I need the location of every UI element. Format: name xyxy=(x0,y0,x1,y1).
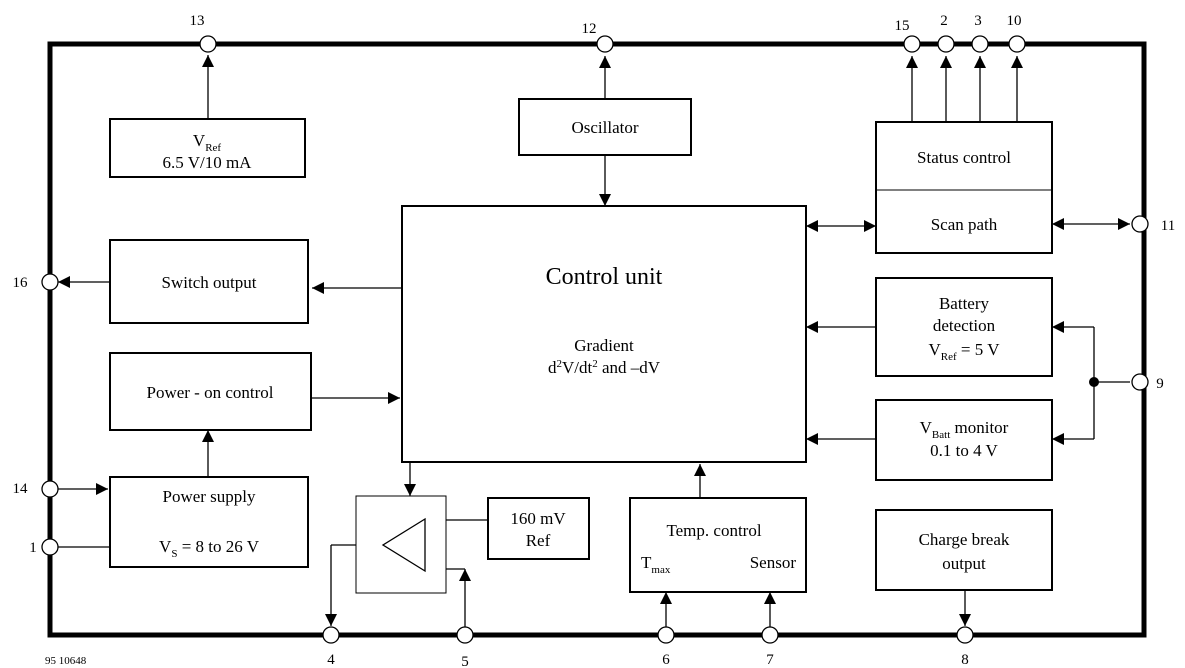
battery-detection-block: Battery detection VRef = 5 V xyxy=(875,277,1053,377)
pin-16-label: 16 xyxy=(13,275,29,291)
ref-160mv-block: 160 mV Ref xyxy=(487,497,590,560)
figure-id: 95 10648 xyxy=(45,655,87,667)
svg-text:Gradient: Gradient xyxy=(574,336,634,355)
power-supply-block: Power supply VS = 8 to 26 V xyxy=(109,476,309,568)
oscillator-block: Oscillator xyxy=(518,98,692,156)
pin-2-label: 2 xyxy=(940,13,948,29)
status-control-block: Status control Scan path xyxy=(875,121,1053,254)
svg-text:Sensor: Sensor xyxy=(750,553,797,572)
pins xyxy=(41,35,1149,644)
svg-text:Tmax: Tmax xyxy=(641,553,671,576)
pin-11-label: 11 xyxy=(1161,218,1175,234)
svg-text:VRef: VRef xyxy=(193,131,222,154)
temp-control-block: Temp. control Tmax Sensor xyxy=(629,497,807,593)
pin-labels: 13 12 15 2 3 10 11 9 16 14 1 4 5 6 7 8 xyxy=(13,13,1176,668)
svg-text:Power - on control: Power - on control xyxy=(146,383,273,402)
svg-text:VBatt monitor: VBatt monitor xyxy=(920,418,1009,441)
pin-12-label: 12 xyxy=(582,21,597,37)
pin-6-label: 6 xyxy=(662,652,670,668)
power-on-control-block: Power - on control xyxy=(109,352,312,431)
svg-text:Power supply: Power supply xyxy=(162,487,256,506)
svg-text:Battery: Battery xyxy=(939,294,990,313)
status-control-label: Status control xyxy=(917,148,1011,167)
svg-text:0.1 to 4 V: 0.1 to 4 V xyxy=(930,441,998,460)
control-unit-block: Control unit Gradient d2V/dt2 and –dV xyxy=(401,205,807,463)
svg-text:detection: detection xyxy=(933,316,996,335)
pin-4-label: 4 xyxy=(327,652,335,668)
svg-text:Ref: Ref xyxy=(526,531,551,550)
svg-text:d2V/dt2 and –dV: d2V/dt2 and –dV xyxy=(548,358,661,377)
vref-block: VRef 6.5 V/10 mA xyxy=(109,118,306,178)
svg-text:output: output xyxy=(942,554,986,573)
pin-15-label: 15 xyxy=(895,18,910,34)
svg-text:Oscillator: Oscillator xyxy=(571,118,638,137)
pin-3-label: 3 xyxy=(974,13,982,29)
vbatt-monitor-block: VBatt monitor 0.1 to 4 V xyxy=(875,399,1053,481)
svg-text:VS = 8 to 26 V: VS = 8 to 26 V xyxy=(159,537,260,560)
pin-1-label: 1 xyxy=(29,540,37,556)
svg-text:Control unit: Control unit xyxy=(546,264,663,290)
svg-text:Switch output: Switch output xyxy=(162,273,257,292)
pin-8-label: 8 xyxy=(961,652,969,668)
charge-break-output-block: Charge break output xyxy=(875,509,1053,591)
svg-text:160 mV: 160 mV xyxy=(510,509,566,528)
svg-text:6.5 V/10 mA: 6.5 V/10 mA xyxy=(163,153,253,172)
comparator-triangle-icon xyxy=(381,517,426,573)
switch-output-block: Switch output xyxy=(109,239,309,324)
comparator-block xyxy=(355,495,447,594)
scan-path-label: Scan path xyxy=(931,215,998,234)
pin-10-label: 10 xyxy=(1007,13,1022,29)
pin-13-label: 13 xyxy=(190,13,205,29)
pin-14-label: 14 xyxy=(13,481,29,497)
svg-text:Temp. control: Temp. control xyxy=(666,521,761,540)
svg-text:Charge break: Charge break xyxy=(919,530,1010,549)
pin-7-label: 7 xyxy=(766,652,774,668)
connections xyxy=(58,55,1130,628)
pin-9-label: 9 xyxy=(1156,376,1164,392)
svg-text:VRef = 5 V: VRef = 5 V xyxy=(929,340,1001,363)
pin-5-label: 5 xyxy=(461,654,469,668)
